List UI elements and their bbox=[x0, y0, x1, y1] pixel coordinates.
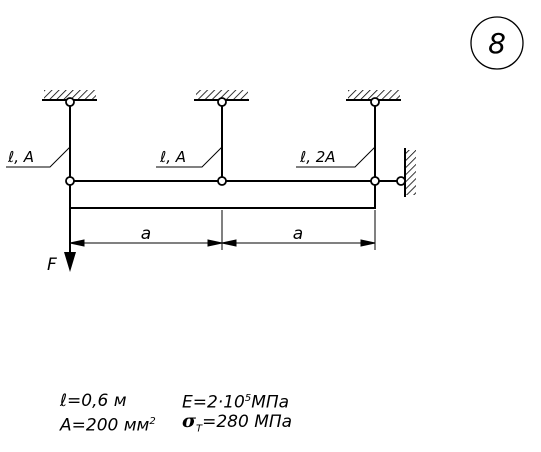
hinge-beam-left bbox=[65, 176, 75, 186]
param-area-exponent: 2 bbox=[149, 416, 156, 427]
rod-label-middle-text: ℓ, A bbox=[159, 148, 186, 166]
param-modulus: E=2·105MПa bbox=[182, 390, 289, 412]
variant-number: 8 bbox=[488, 27, 506, 60]
param-modulus-unit: MПa bbox=[251, 392, 290, 413]
rod-label-left-text: ℓ, A bbox=[7, 148, 34, 166]
rod-label-right: ℓ, 2A bbox=[296, 146, 376, 168]
hinge-top-left bbox=[65, 97, 75, 107]
param-area: A=200 мм2 bbox=[60, 413, 156, 435]
wall-support-right bbox=[375, 148, 416, 197]
hinges bbox=[65, 97, 406, 186]
force-arrow: F bbox=[47, 208, 76, 275]
hinge-top-right bbox=[370, 97, 380, 107]
span-label-2: a bbox=[293, 224, 303, 244]
param-length: ℓ=0,6 м bbox=[60, 392, 127, 410]
param-yield-stress: σT=280 MПa bbox=[182, 412, 292, 438]
force-label: F bbox=[47, 255, 57, 275]
rod-label-middle: ℓ, A bbox=[156, 146, 223, 168]
param-length-value: =0,6 м bbox=[67, 391, 127, 411]
hinge-wall bbox=[396, 176, 406, 186]
dimension-line bbox=[69, 210, 376, 250]
param-modulus-exponent: 5 bbox=[244, 393, 252, 404]
param-modulus-value: E=2·10 bbox=[182, 392, 245, 413]
param-area-value: A=200 мм bbox=[60, 415, 150, 436]
rod-label-left: ℓ, A bbox=[6, 146, 71, 168]
param-sigma-symbol: σ bbox=[182, 410, 197, 432]
variant-badge: 8 bbox=[470, 16, 524, 70]
param-sigma-value: =280 MПa bbox=[202, 412, 293, 432]
span-label-1: a bbox=[141, 224, 151, 244]
hinge-top-middle bbox=[217, 97, 227, 107]
param-sigma-subscript: T bbox=[196, 423, 203, 435]
hinge-beam-middle bbox=[217, 176, 227, 186]
param-length-symbol: ℓ bbox=[60, 391, 68, 411]
hinge-beam-right bbox=[370, 176, 380, 186]
rod-label-right-text: ℓ, 2A bbox=[299, 148, 336, 166]
